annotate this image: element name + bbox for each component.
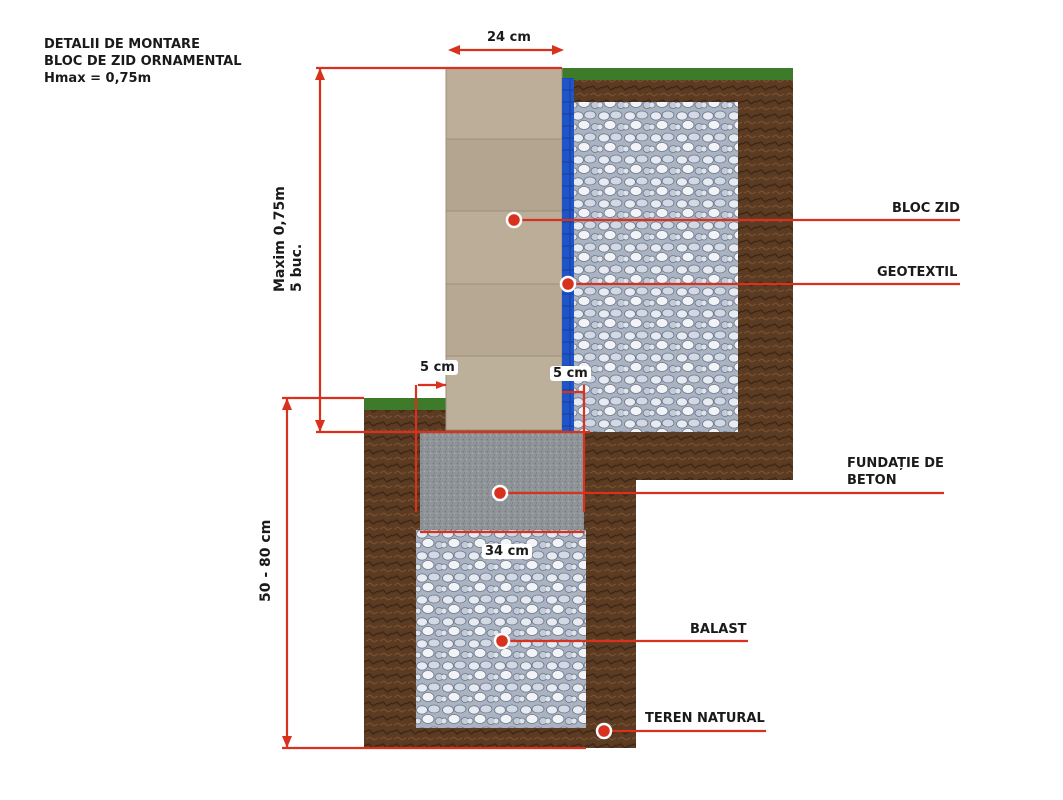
- arrow-depth-top: [282, 398, 292, 410]
- title-line-3: Hmax = 0,75m: [44, 71, 152, 86]
- label-teren-natural: TEREN NATURAL: [645, 711, 765, 726]
- wall-block-3: [445, 210, 563, 285]
- arrow-block-right: [552, 45, 564, 55]
- dot-teren-natural: [595, 722, 613, 740]
- wall-block-5: [445, 355, 563, 431]
- dim-depth-text: 50 - 80 cm: [258, 519, 274, 602]
- arrow-wall-bottom: [315, 420, 325, 432]
- dot-fundatie: [491, 484, 509, 502]
- label-fundatie-line2: BETON: [847, 473, 897, 488]
- dim-block-width-label: 24 cm: [487, 30, 531, 45]
- wall-blocks: [445, 67, 563, 431]
- arrow-depth-bottom: [282, 736, 292, 748]
- label-bloc-zid: BLOC ZID: [892, 201, 960, 216]
- dot-geotextil: [559, 275, 577, 293]
- geotextile-layer: [562, 78, 574, 432]
- arrow-offset-left: [436, 381, 446, 389]
- diagram-title: DETALII DE MONTARE BLOC DE ZID ORNAMENTA…: [44, 36, 242, 87]
- label-balast: BALAST: [690, 622, 747, 637]
- wall-block-4: [445, 283, 563, 357]
- arrow-block-left: [448, 45, 460, 55]
- grass-top: [562, 68, 793, 80]
- dim-foundation-width-label: 34 cm: [482, 544, 532, 559]
- ballast-layer: [416, 530, 586, 728]
- arrow-wall-top: [315, 68, 325, 80]
- dot-bloc-zid: [505, 211, 523, 229]
- dim-offset-left-label: 5 cm: [417, 360, 458, 375]
- dim-wall-height-line2: 5 buc.: [289, 243, 305, 292]
- dot-balast: [493, 632, 511, 650]
- natural-soil-step: [585, 430, 793, 480]
- grass-bottom: [364, 398, 446, 410]
- title-line-2: BLOC DE ZID ORNAMENTAL: [44, 54, 242, 69]
- drainage-gravel: [574, 102, 738, 432]
- dim-wall-height-label: Maxim 0,75m 5 buc.: [272, 186, 306, 292]
- label-geotextil: GEOTEXTIL: [877, 265, 958, 280]
- title-line-1: DETALII DE MONTARE: [44, 37, 200, 52]
- concrete-foundation: [420, 432, 584, 530]
- dim-depth-label: 50 - 80 cm: [258, 520, 275, 602]
- wall-block-1: [445, 67, 563, 140]
- label-fundatie: FUNDAȚIE DE BETON: [847, 455, 944, 489]
- wall-block-2: [445, 138, 563, 212]
- dim-offset-right-label: 5 cm: [550, 366, 591, 381]
- label-fundatie-line1: FUNDAȚIE DE: [847, 456, 944, 471]
- dim-wall-height-line1: Maxim 0,75m: [272, 186, 288, 292]
